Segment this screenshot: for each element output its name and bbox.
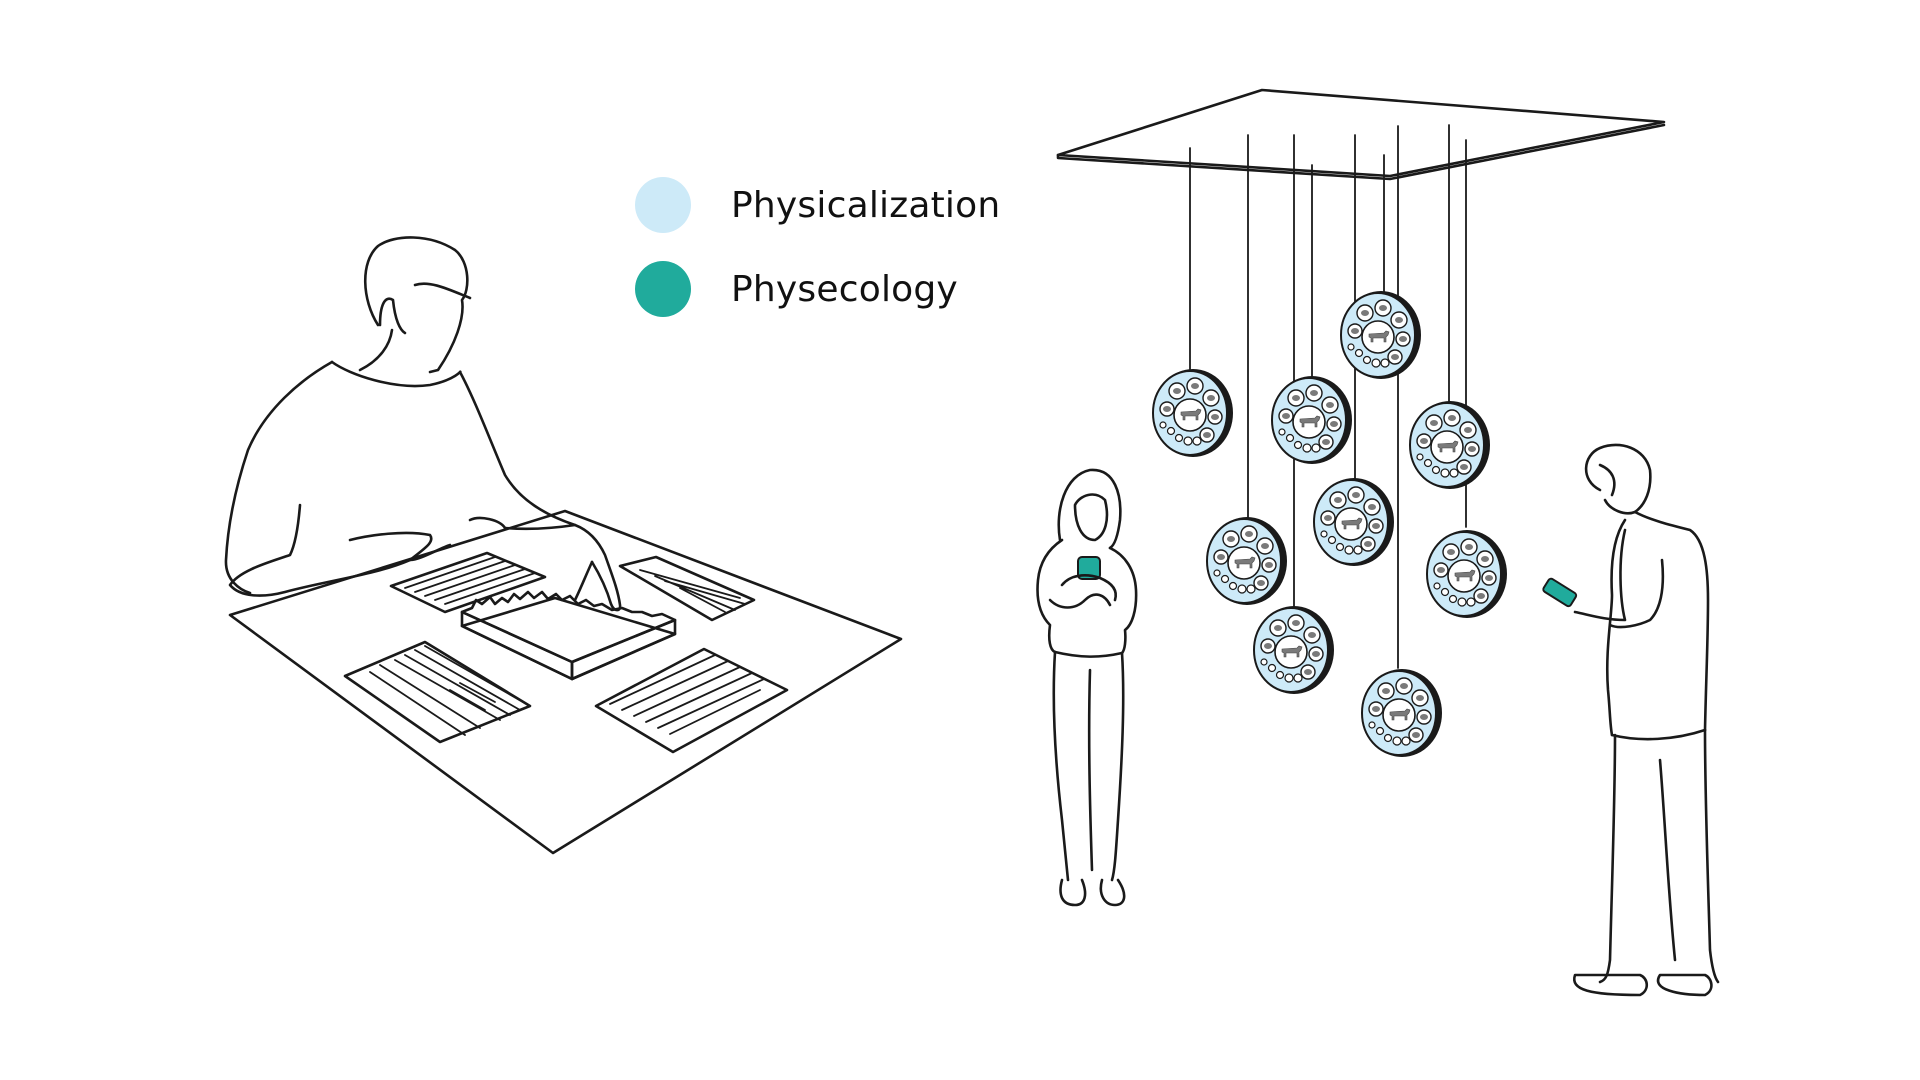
woman-phone <box>1077 556 1101 580</box>
ceiling-plate <box>1056 88 1666 178</box>
teal-panel-bottom-right <box>594 647 789 754</box>
legend-item-physicalization: Physicalization <box>635 177 1000 233</box>
medallion-6 <box>1207 517 1287 605</box>
teal-panel-bottom-left <box>343 640 532 744</box>
medallion-9 <box>1362 669 1442 757</box>
tabletop-scene <box>224 236 903 855</box>
legend-label-physicalization: Physicalization <box>731 184 1001 226</box>
standing-woman <box>1036 468 1138 907</box>
teal-panel-top-left <box>389 551 547 614</box>
legend-item-physecology: Physecology <box>635 261 958 317</box>
physicalization-model <box>460 590 677 681</box>
standing-man <box>1542 443 1720 997</box>
medallion-3 <box>1341 291 1421 379</box>
man-phone <box>1542 577 1578 608</box>
medallion-5 <box>1314 478 1394 566</box>
installation-scene <box>1036 88 1720 997</box>
medallion-2 <box>1272 376 1352 464</box>
teal-panel-top-right <box>618 555 756 622</box>
legend-swatch-physicalization <box>635 177 691 233</box>
table-mat <box>228 509 903 855</box>
medallion-8 <box>1254 606 1334 694</box>
legend-swatch-physecology <box>635 261 691 317</box>
medallion-1 <box>1153 369 1233 457</box>
medallion-4 <box>1410 401 1490 489</box>
seated-man <box>224 236 622 612</box>
legend-label-physecology: Physecology <box>731 268 958 310</box>
medallion-7 <box>1427 530 1507 618</box>
